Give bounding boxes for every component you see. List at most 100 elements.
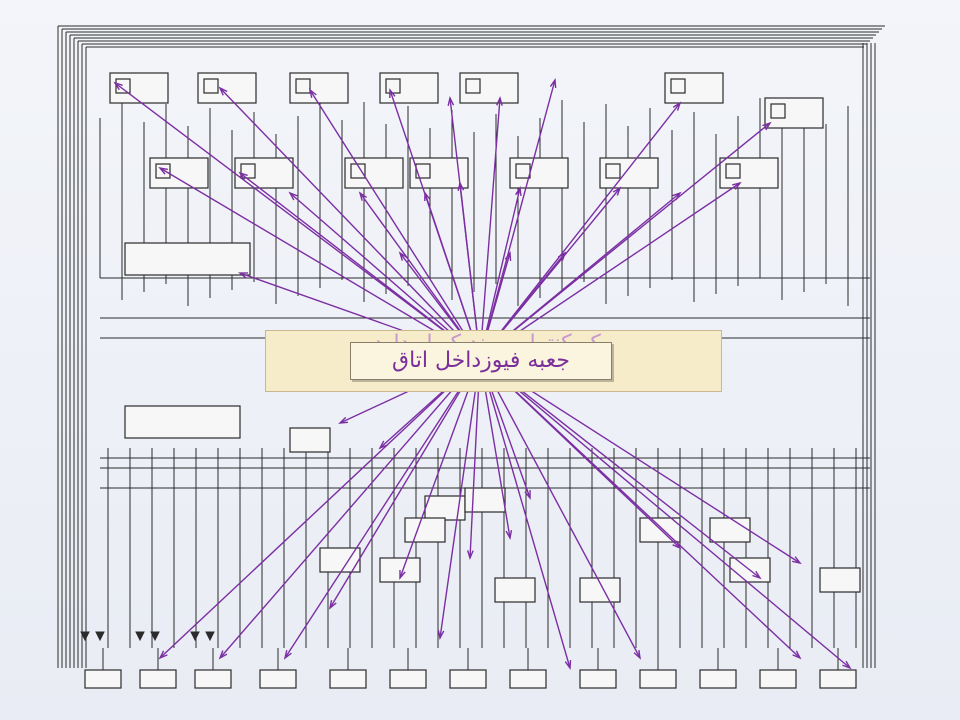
relay-icon xyxy=(385,78,401,94)
arrow-head xyxy=(358,191,368,201)
lamp-icon xyxy=(759,669,797,689)
callout-arrow xyxy=(479,182,741,359)
callout-arrow xyxy=(219,357,481,659)
component-boxes xyxy=(84,72,861,689)
callout-arrow xyxy=(479,79,556,359)
relay-box xyxy=(459,72,519,104)
callout-arrow xyxy=(479,97,501,359)
relay-icon xyxy=(605,163,621,179)
callout-arrow xyxy=(239,172,481,359)
arrow-head xyxy=(504,251,512,262)
arrow-head xyxy=(457,180,465,191)
arrow-head xyxy=(672,191,682,201)
arrow-head xyxy=(762,121,772,131)
arrow-head xyxy=(524,489,531,500)
callout-arrow xyxy=(399,357,481,579)
arrow-head xyxy=(308,88,317,98)
arrow-head xyxy=(752,570,762,580)
connector-icon xyxy=(639,517,681,543)
arrow-head xyxy=(515,186,522,197)
arrow-head xyxy=(378,440,388,450)
relay-icon xyxy=(670,78,686,94)
relay-icon xyxy=(465,78,481,94)
connector-icon xyxy=(709,517,751,543)
callout-arrow xyxy=(479,357,851,669)
wiring-schematic xyxy=(57,25,885,689)
arrow-head xyxy=(496,95,503,106)
connector-icon xyxy=(819,567,861,593)
lamp-icon xyxy=(509,669,547,689)
connector-icon xyxy=(464,487,506,513)
arrow-head xyxy=(466,550,474,561)
arrow-head xyxy=(328,600,337,610)
arrow-head xyxy=(238,272,249,279)
callout-arrow xyxy=(479,357,801,659)
micro-relay-box-lower xyxy=(124,405,241,439)
arrow-head xyxy=(398,251,408,261)
lamp-icon xyxy=(579,669,617,689)
callout-arrow xyxy=(159,167,481,359)
arrow-head xyxy=(792,650,802,660)
arrow-head xyxy=(557,251,567,261)
lamp-icon xyxy=(449,669,487,689)
callout-arrow xyxy=(479,357,761,579)
callout-arrow xyxy=(309,89,481,359)
lamp-icon xyxy=(699,669,737,689)
lamp-icon xyxy=(259,669,297,689)
connector-icon xyxy=(404,517,446,543)
arrow-head xyxy=(792,556,802,565)
arrow-head xyxy=(158,650,168,660)
ground-icon xyxy=(135,631,145,642)
callout-arrow xyxy=(459,182,481,359)
micro-relay-box-upper xyxy=(124,242,251,276)
callout-arrow xyxy=(479,187,521,359)
arrow-head xyxy=(338,416,349,424)
relay-icon xyxy=(203,78,219,94)
callout-arrow xyxy=(439,357,481,639)
ground-icon xyxy=(205,631,215,642)
callout-arrow xyxy=(479,357,641,659)
relay-icon xyxy=(295,78,311,94)
arrow-head xyxy=(389,88,396,99)
relay-icon xyxy=(415,163,431,179)
arrow-head xyxy=(158,166,168,175)
relay-icon xyxy=(350,163,366,179)
arrow-head xyxy=(399,569,406,580)
arrow-head xyxy=(238,171,248,181)
arrow-head xyxy=(633,649,641,660)
callout-arrow xyxy=(329,357,481,609)
callout-arrow xyxy=(479,357,571,669)
arrow-head xyxy=(447,95,455,106)
ground-terminals xyxy=(80,631,215,642)
lamp-icon xyxy=(139,669,177,689)
ground-icon xyxy=(80,631,90,642)
relay-icon xyxy=(770,103,786,119)
lamp-icon xyxy=(819,669,857,689)
arrow-head xyxy=(218,86,228,96)
arrow-head xyxy=(505,530,513,541)
lamp-icon xyxy=(84,669,122,689)
arrow-head xyxy=(612,186,622,196)
arrow-head xyxy=(732,181,742,190)
lamp-icon xyxy=(639,669,677,689)
arrow-head xyxy=(672,101,682,111)
lamp-icon xyxy=(329,669,367,689)
wire-lines xyxy=(57,25,885,670)
ground-icon xyxy=(190,631,200,642)
fuse-box-callout: جعبه فیوزداخل اتاق xyxy=(350,342,612,380)
lamp-icon xyxy=(389,669,427,689)
arrow-head xyxy=(218,650,228,660)
callout-arrow xyxy=(479,357,801,564)
connector-icon xyxy=(494,577,536,603)
arrow-head xyxy=(842,660,852,670)
callout-arrow xyxy=(159,357,481,659)
arrow-head xyxy=(113,81,123,91)
arrow-head xyxy=(424,191,431,202)
arrow-head xyxy=(549,78,557,89)
callout-arrow xyxy=(284,357,481,659)
callout-arrow xyxy=(114,82,481,359)
ground-icon xyxy=(150,631,160,642)
callout-arrow xyxy=(219,87,481,359)
arrow-head xyxy=(437,630,445,641)
